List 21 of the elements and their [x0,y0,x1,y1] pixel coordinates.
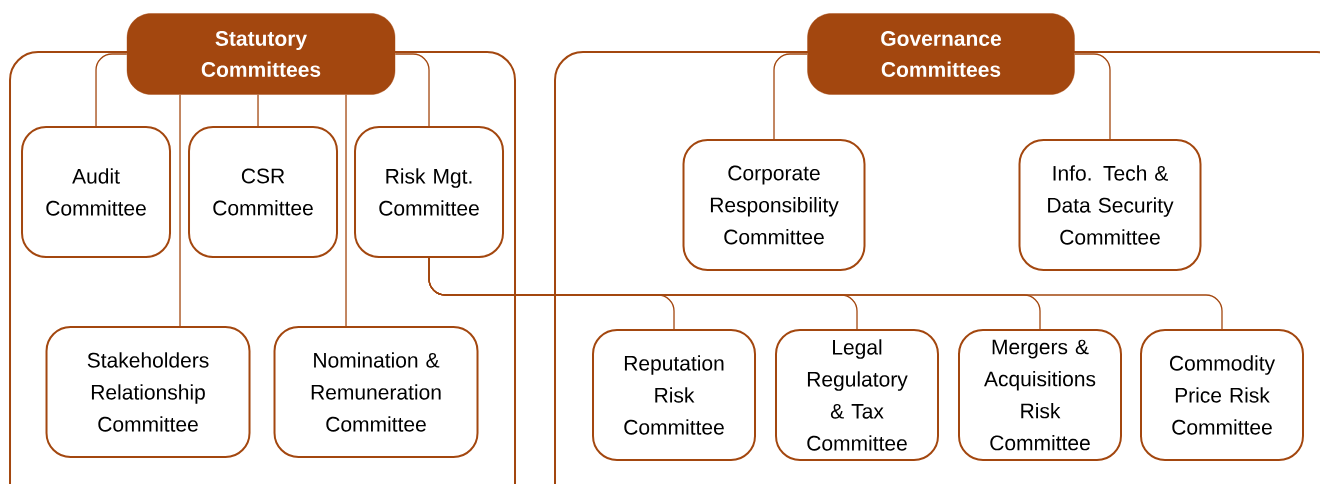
connector-line [179,94,181,327]
committee-box: CSR Committee [188,126,338,258]
connector-line [773,53,808,140]
committee-box: Audit Committee [21,126,171,258]
header-box: Statutory Committees [126,13,396,95]
header-box: Governance Committees [807,13,1075,95]
committee-box: Mergers & Acquisitions Risk Committee [958,329,1122,461]
committee-box: Stakeholders Relationship Committee [45,326,251,458]
committee-box: Corporate Responsibility Committee [682,139,866,271]
connector-line [394,53,430,127]
committee-box: Risk Mgt. Committee [354,126,504,258]
connector-line [257,94,259,127]
connector-line [95,53,128,127]
committee-box: Commodity Price Risk Committee [1140,329,1304,461]
committee-box: Legal Regulatory & Tax Committee [775,329,939,461]
committee-box: Reputation Risk Committee [592,329,756,461]
committee-box: Nomination & Remuneration Committee [273,326,479,458]
connector-line [345,94,347,327]
connector-line [1074,53,1111,140]
committee-box: Info. Tech & Data Security Committee [1018,139,1202,271]
connector-line [428,257,1223,330]
